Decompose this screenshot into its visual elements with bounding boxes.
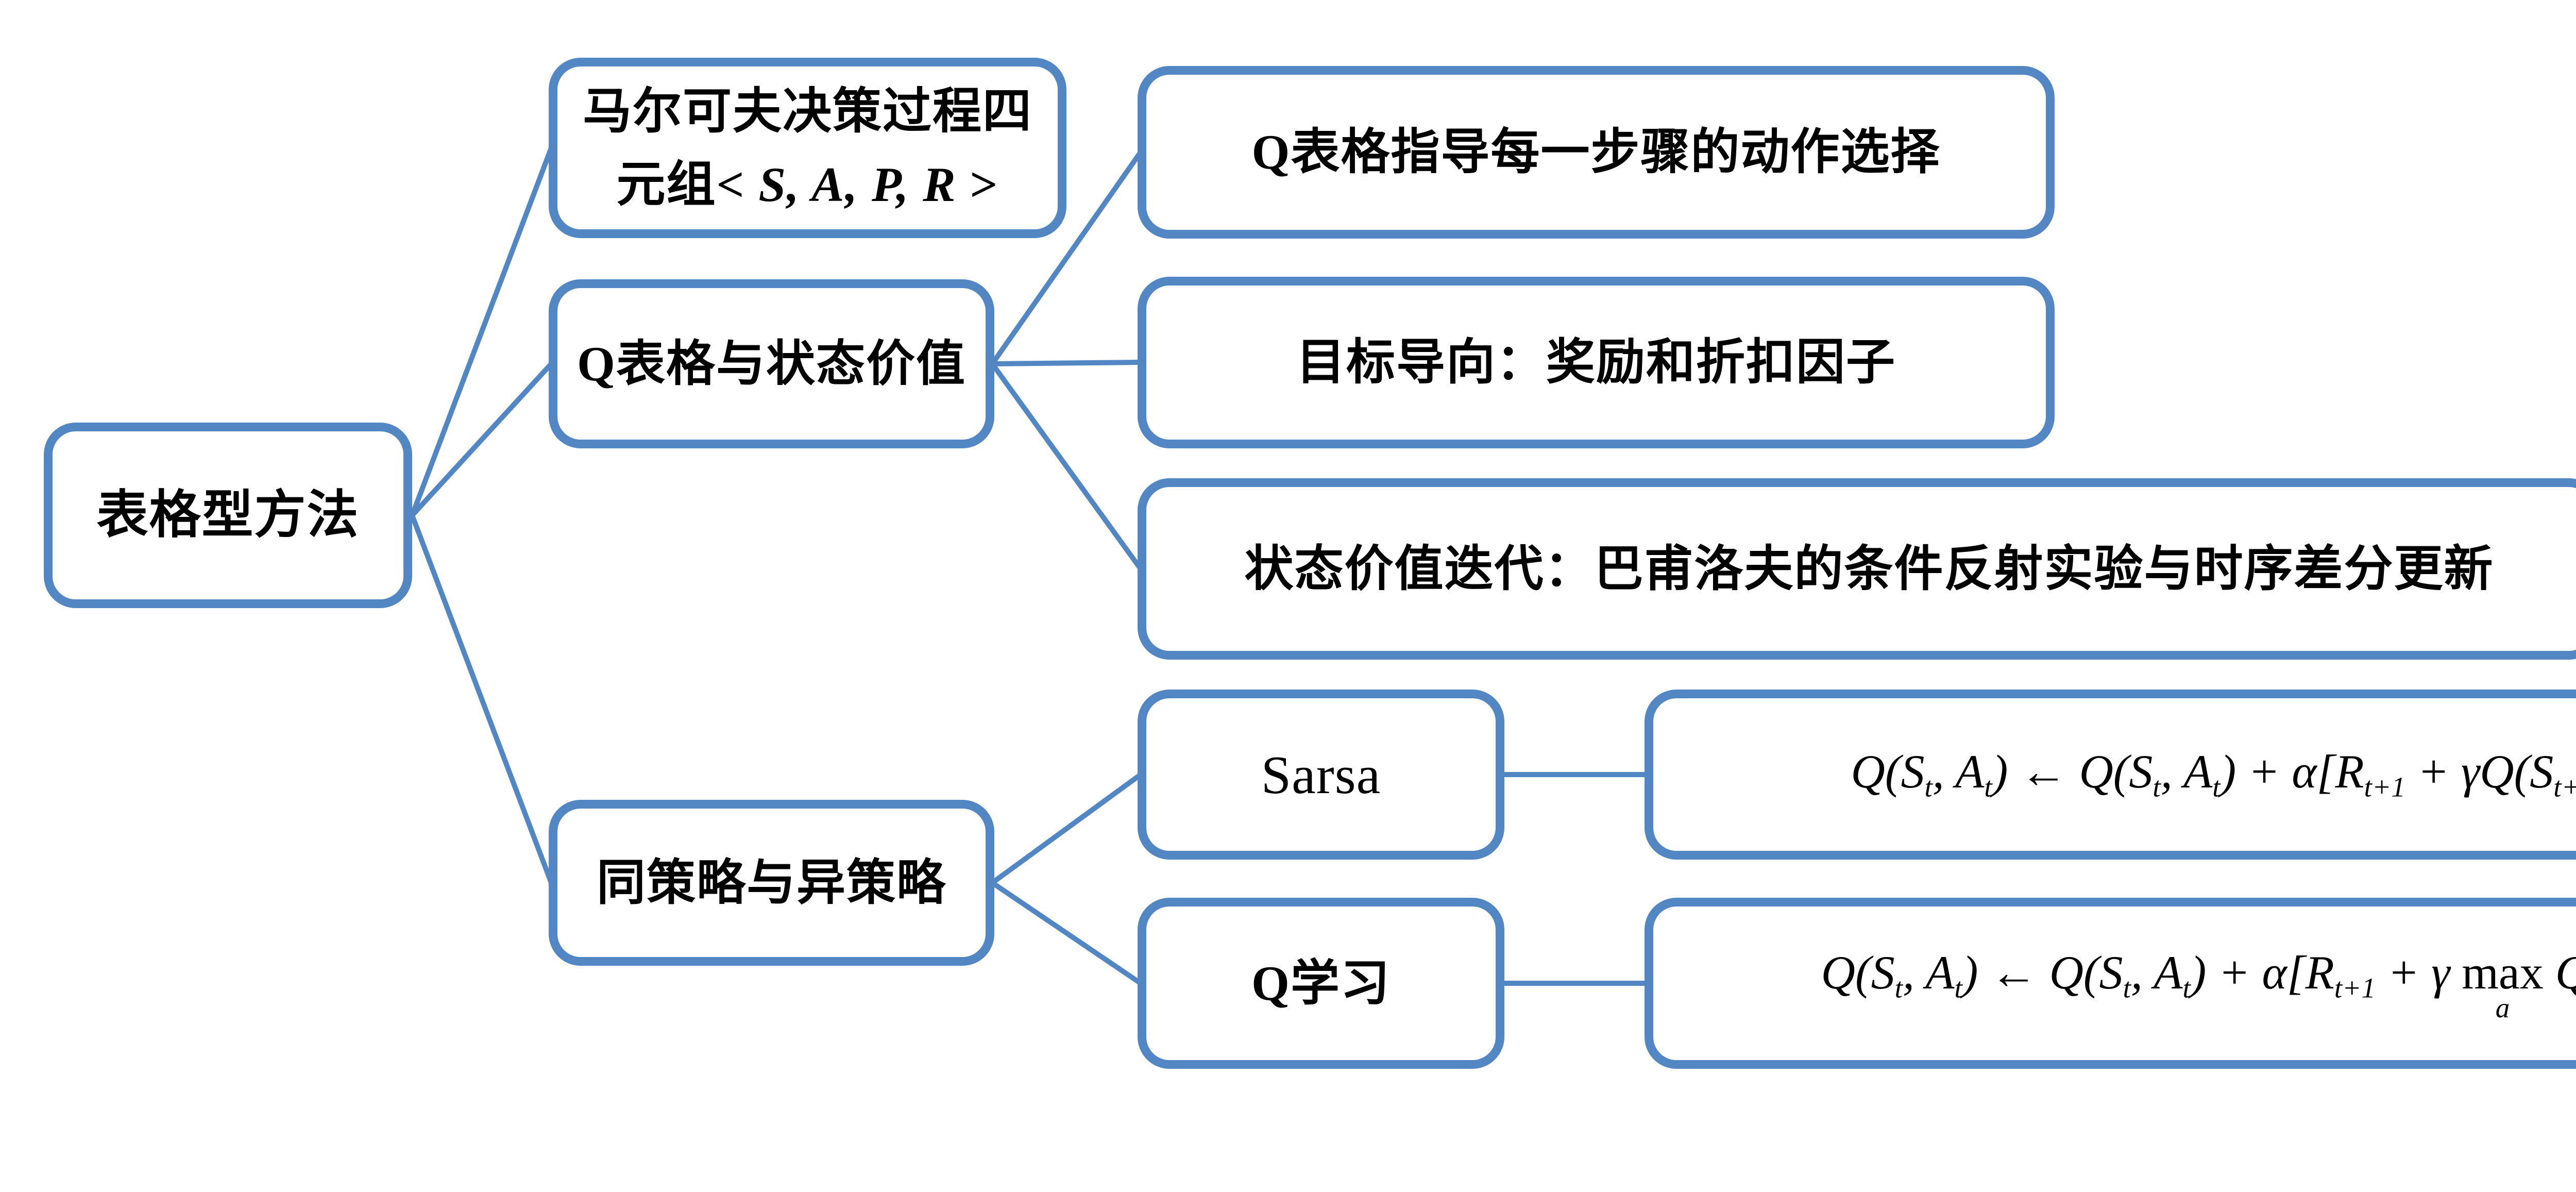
connector-qtable-action xyxy=(990,149,1143,366)
node-policy-types: 同策略与异策略 xyxy=(549,800,994,966)
mdp-line2-suffix: > xyxy=(970,157,999,212)
leaf-sarsa: Sarsa xyxy=(1138,690,1504,860)
sarsa-update-formula: Q(St, At) ← Q(St, At) + α[Rt+1 + γQ(St+1… xyxy=(1851,745,2576,803)
node-mdp-tuple-label: 马尔可夫决策过程四 元组< S, A, P, R > xyxy=(583,75,1032,222)
leaf-goal-oriented-label: 目标导向：奖励和折扣因子 xyxy=(1296,335,1896,390)
connector-policy-sarsa xyxy=(990,772,1143,885)
mdp-line1: 马尔可夫决策过程四 xyxy=(582,83,1032,139)
connector-root-mdp xyxy=(410,145,554,518)
leaf-qlearning: Q学习 xyxy=(1138,898,1504,1069)
node-qtable-statevalue: Q表格与状态价值 xyxy=(549,279,994,448)
connector-root-qtable xyxy=(410,361,554,518)
leaf-sarsa-label: Sarsa xyxy=(1261,744,1381,805)
mdp-tuple-symbols: S, A, P, R xyxy=(745,157,970,212)
leaf-value-iteration: 状态价值迭代：巴甫洛夫的条件反射实验与时序差分更新 xyxy=(1138,478,2576,660)
node-root: 表格型方法 xyxy=(44,423,412,608)
connector-qtable-value xyxy=(990,361,1143,572)
leaf-value-iteration-label: 状态价值迭代：巴甫洛夫的条件反射实验与时序差分更新 xyxy=(1244,541,2494,596)
leaf-action-selection: Q表格指导每一步骤的动作选择 xyxy=(1138,66,2055,239)
connector-qtable-goal xyxy=(990,360,1143,366)
connector-policy-qlearning xyxy=(990,880,1143,986)
leaf-goal-oriented: 目标导向：奖励和折扣因子 xyxy=(1138,277,2055,448)
mdp-line2-prefix: 元组< xyxy=(616,157,745,212)
connector-root-policy xyxy=(410,513,554,885)
leaf-action-selection-label: Q表格指导每一步骤的动作选择 xyxy=(1251,125,1941,180)
node-mdp-tuple: 马尔可夫决策过程四 元组< S, A, P, R > xyxy=(549,58,1066,238)
node-root-label: 表格型方法 xyxy=(96,486,360,544)
node-policy-types-label: 同策略与异策略 xyxy=(596,855,946,910)
node-qtable-statevalue-label: Q表格与状态价值 xyxy=(577,336,966,391)
leaf-qlearning-label: Q学习 xyxy=(1251,955,1391,1011)
formula-sarsa-update: Q(St, At) ← Q(St, At) + α[Rt+1 + γQ(St+1… xyxy=(1645,690,2576,860)
